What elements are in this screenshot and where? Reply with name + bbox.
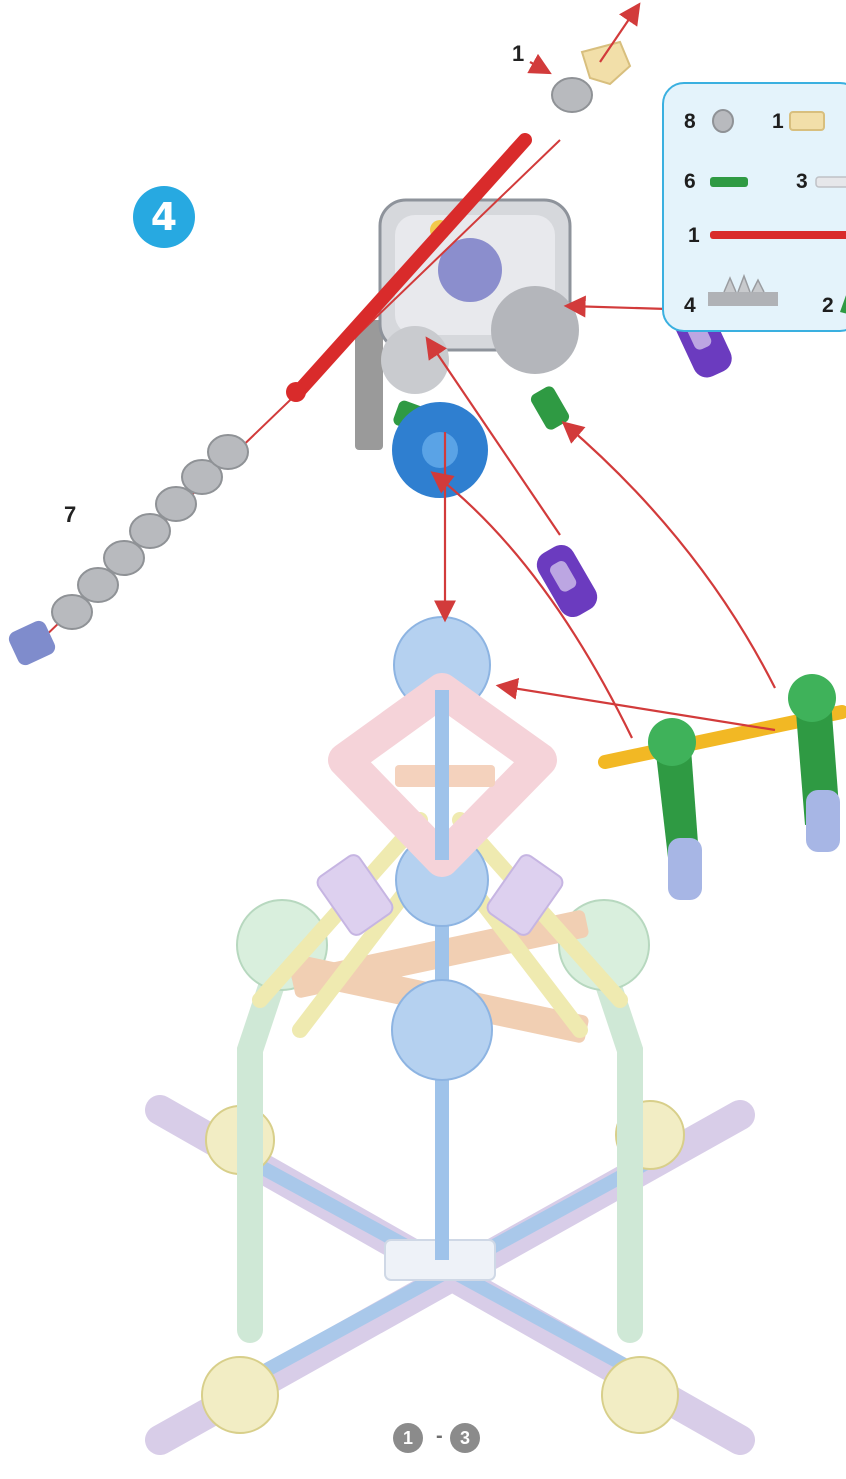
parts-required-panel: 8 1 6 3 1 4 2 <box>662 82 846 332</box>
tower-pink-frame <box>345 690 540 860</box>
top-gray-spacer <box>552 78 592 112</box>
top-connector-callout: 1 <box>512 41 524 67</box>
parts-qty-white-connector: 3 <box>796 170 808 194</box>
parts-qty-green-gear-arm: 2 <box>822 294 834 318</box>
green-connector-icon <box>708 172 750 192</box>
substep-separator: - <box>436 1425 443 1448</box>
motor-gearbox-assembly <box>355 200 579 498</box>
gray-spacer-icon <box>710 108 736 134</box>
gray-spacer-stack <box>52 435 248 629</box>
gray-gear-block-icon <box>704 274 782 310</box>
red-rod-icon <box>708 228 846 242</box>
white-connector-icon <box>814 172 846 192</box>
parts-qty-gray-spacer: 8 <box>684 110 696 134</box>
tan-clip-icon <box>788 108 828 134</box>
rod-connectors-callout: 7 <box>64 502 76 528</box>
parts-qty-green-connector: 6 <box>684 170 696 194</box>
tan-clip-part <box>582 42 630 84</box>
step-number-badge: 4 <box>133 186 195 248</box>
parts-qty-gray-gear-block: 4 <box>684 294 696 318</box>
green-gear-arm-icon <box>838 280 846 316</box>
substep-start-number: 1 <box>393 1423 423 1453</box>
substep-end-number: 3 <box>450 1423 480 1453</box>
parts-qty-tan-clip: 1 <box>772 110 784 134</box>
parts-qty-red-rod: 1 <box>688 224 700 248</box>
previous-steps-indicator: 1 - 3 <box>393 1423 493 1455</box>
